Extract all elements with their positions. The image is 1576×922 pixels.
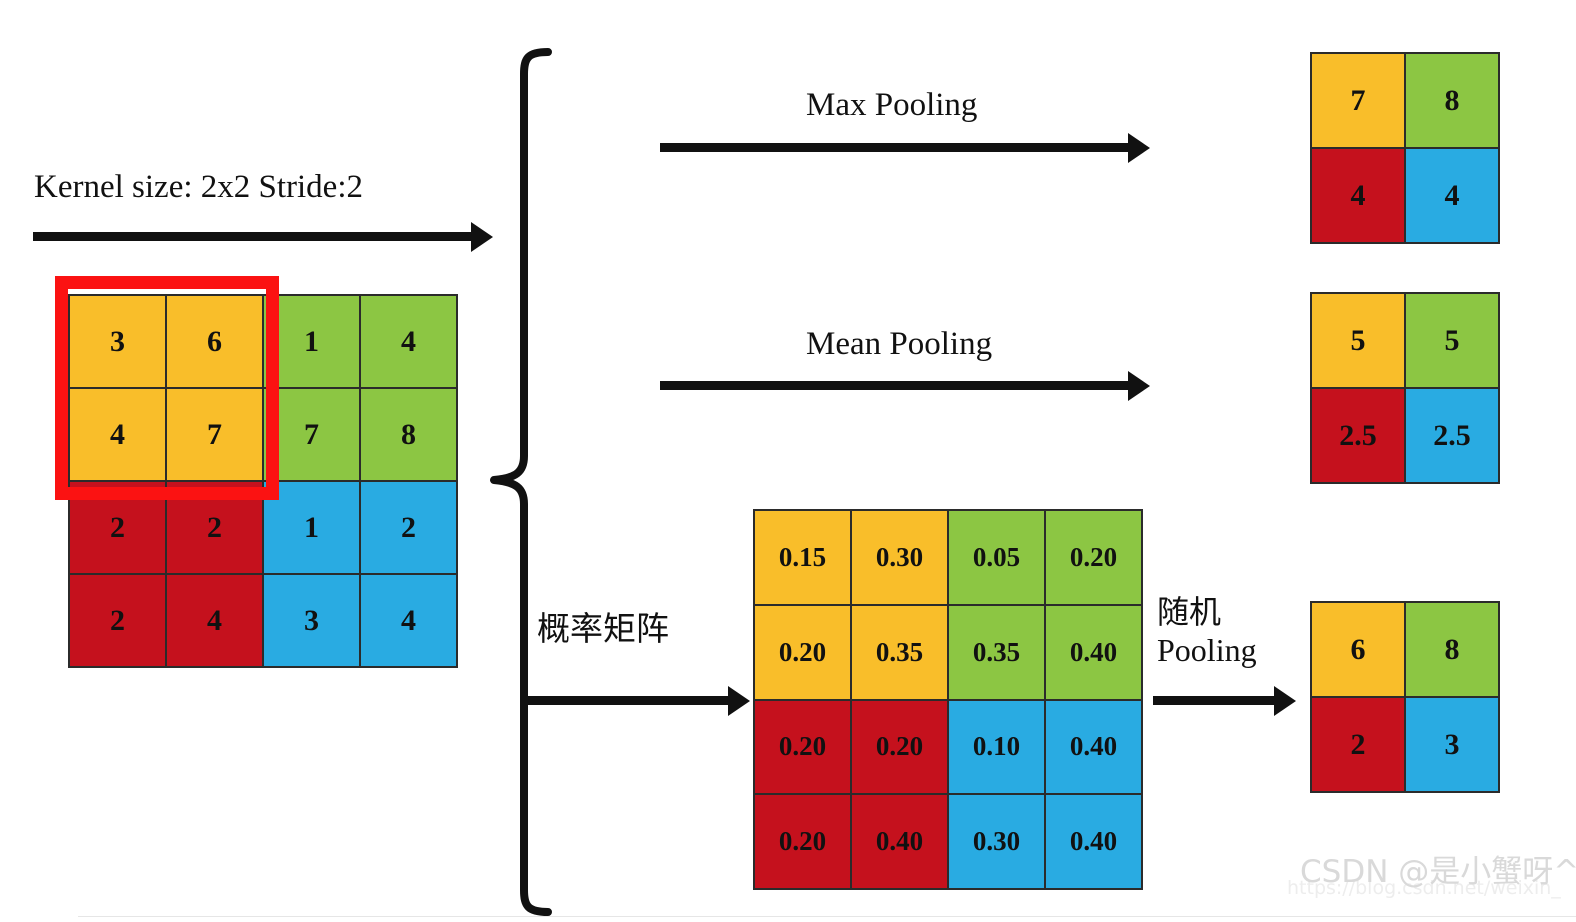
matrix-cell: 0.30 bbox=[949, 795, 1044, 888]
matrix-cell: 4 bbox=[167, 575, 262, 666]
matrix-cell: 8 bbox=[1406, 54, 1498, 147]
matrix-cell: 6 bbox=[167, 296, 262, 387]
matrix-cell: 0.15 bbox=[755, 511, 850, 604]
max-pooling-arrow-icon bbox=[660, 143, 1130, 152]
matrix-cell: 8 bbox=[361, 389, 456, 480]
matrix-cell: 3 bbox=[70, 296, 165, 387]
matrix-cell: 0.35 bbox=[852, 605, 947, 699]
matrix-cell: 0.40 bbox=[1046, 700, 1141, 794]
matrix-cell: 0.40 bbox=[1046, 605, 1141, 699]
matrix-cell: 2 bbox=[361, 482, 456, 573]
bottom-divider bbox=[78, 916, 1576, 917]
matrix-cell: 7 bbox=[264, 389, 359, 480]
matrix-cell: 0.30 bbox=[852, 511, 947, 604]
matrix-cell: 0.40 bbox=[1046, 795, 1141, 888]
matrix-cell: 2.5 bbox=[1312, 389, 1404, 482]
matrix-cell: 2.5 bbox=[1406, 389, 1498, 482]
matrix-cell: 1 bbox=[264, 296, 359, 387]
kernel-arrow-icon bbox=[33, 232, 473, 241]
random-pooling-label-cn: 随机 bbox=[1157, 593, 1222, 631]
matrix-cell: 4 bbox=[70, 389, 165, 480]
matrix-cell: 4 bbox=[1406, 149, 1498, 242]
grouping-brace-icon bbox=[490, 48, 552, 916]
matrix-cell: 0.20 bbox=[852, 700, 947, 794]
matrix-cell: 4 bbox=[1312, 149, 1404, 242]
matrix-cell: 3 bbox=[264, 575, 359, 666]
probability-matrix-label: 概率矩阵 bbox=[537, 609, 669, 648]
matrix-cell: 2 bbox=[1312, 698, 1404, 791]
matrix-cell: 6 bbox=[1312, 603, 1404, 696]
matrix-cell: 8 bbox=[1406, 603, 1498, 696]
kernel-selection-box bbox=[55, 276, 279, 500]
matrix-cell: 4 bbox=[361, 575, 456, 666]
matrix-cell: 0.20 bbox=[755, 605, 850, 699]
matrix-cell: 0.20 bbox=[755, 795, 850, 888]
matrix-cell: 0.10 bbox=[949, 700, 1044, 794]
mean-pooling-arrow-icon bbox=[660, 381, 1130, 390]
matrix-cell: 0.20 bbox=[755, 700, 850, 794]
matrix-cell: 7 bbox=[167, 389, 262, 480]
matrix-cell: 0.20 bbox=[1046, 511, 1141, 604]
random-pooling-label-en: Pooling bbox=[1157, 631, 1257, 668]
matrix-cell: 4 bbox=[361, 296, 456, 387]
matrix-cell: 5 bbox=[1312, 294, 1404, 387]
random-pooling-arrow-icon bbox=[1153, 696, 1276, 705]
matrix-cell: 3 bbox=[1406, 698, 1498, 791]
max-pooling-label: Max Pooling bbox=[806, 87, 978, 123]
kernel-size-label: Kernel size: 2x2 Stride:2 bbox=[34, 169, 364, 205]
matrix-cell: 0.35 bbox=[949, 605, 1044, 699]
probability-matrix-arrow-icon bbox=[525, 696, 730, 705]
mean-pooling-label: Mean Pooling bbox=[806, 326, 993, 362]
matrix-cell: 1 bbox=[264, 482, 359, 573]
watermark-text: CSDN @是小蟹呀^ bbox=[1300, 854, 1576, 890]
random-pooling-label: 随机 Pooling bbox=[1157, 593, 1257, 670]
watermark-url: https://blog.csdn.net/weixin_ bbox=[1287, 877, 1561, 899]
matrix-cell: 2 bbox=[70, 575, 165, 666]
matrix-cell: 0.05 bbox=[949, 511, 1044, 604]
matrix-cell: 0.40 bbox=[852, 795, 947, 888]
matrix-cell: 7 bbox=[1312, 54, 1404, 147]
matrix-cell: 5 bbox=[1406, 294, 1498, 387]
